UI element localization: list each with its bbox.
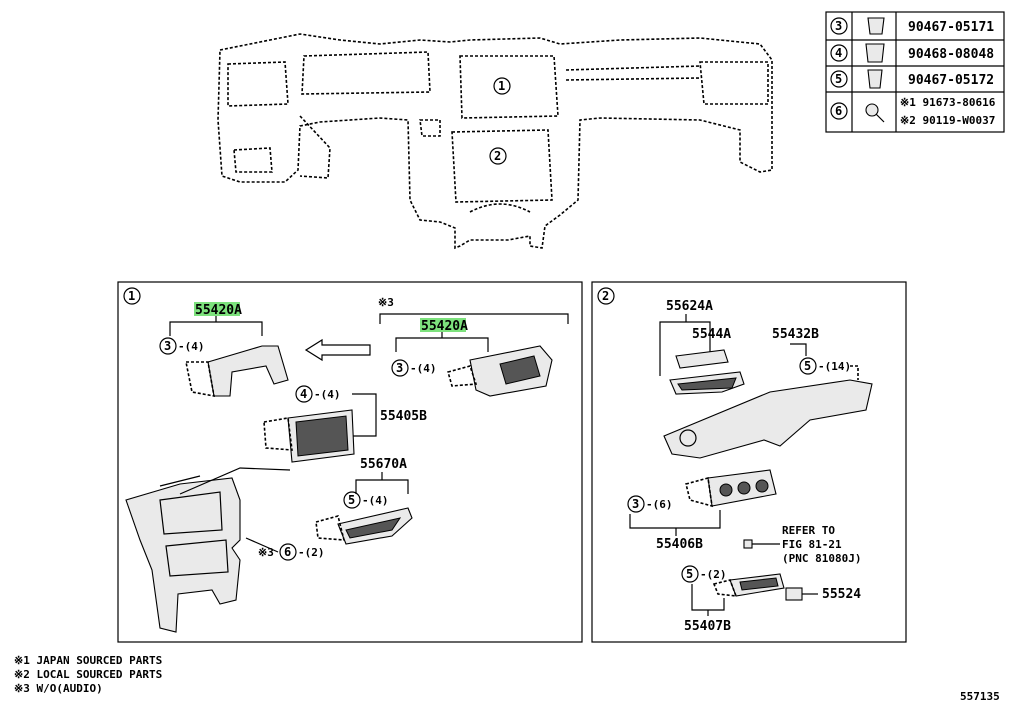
footnote-1: ※1 JAPAN SOURCED PARTS — [14, 654, 162, 667]
legend-part-4: 90468-08048 — [908, 47, 994, 62]
footnote-3: ※3 W/O(AUDIO) — [14, 682, 103, 695]
d-clip-qty: -(6) — [646, 498, 673, 511]
panel-1-tag: 1 — [128, 289, 135, 303]
legend-num-5: 5 — [835, 72, 842, 86]
e-clip-num: 5 — [686, 567, 693, 581]
area-1-number: 1 — [498, 79, 505, 93]
part-55407b: 55407B — [684, 619, 731, 634]
screw-icon — [865, 103, 885, 123]
legend-number-circle — [830, 70, 848, 88]
clip-left-num: 3 — [164, 339, 171, 353]
box-clip-num: 5 — [348, 493, 355, 507]
clip-icon — [867, 17, 885, 35]
screw-qty: -(2) — [298, 546, 325, 559]
legend-part-6b: ※2 90119-W0037 — [900, 114, 995, 127]
bezel-clip-num: 4 — [300, 387, 307, 401]
note-3-screw: ※3 — [258, 546, 274, 559]
legend-number-circle — [830, 102, 848, 120]
e-clip-qty: -(2) — [700, 568, 727, 581]
part-55406b: 55406B — [656, 537, 703, 552]
clip-icon — [867, 69, 883, 89]
legend-part-6a: ※1 91673-80616 — [900, 96, 996, 109]
legend-num-6: 6 — [835, 104, 842, 118]
box-clip-qty: -(4) — [362, 494, 389, 507]
part-55432b: 55432B — [772, 327, 819, 342]
clip-left-qty: -(4) — [178, 340, 205, 353]
footnote-2: ※2 LOCAL SOURCED PARTS — [14, 668, 162, 681]
clip-right-qty: -(4) — [410, 362, 437, 375]
refer-line-2: FIG 81-21 — [782, 538, 842, 551]
bezel-clip-qty: -(4) — [314, 388, 341, 401]
c-clip-num: 5 — [804, 359, 811, 373]
footnotes: ※1 JAPAN SOURCED PARTS ※2 LOCAL SOURCED … — [14, 654, 162, 695]
figure-id: 557135 — [960, 690, 1000, 703]
refer-line-1: REFER TO — [782, 524, 835, 537]
part-55524: 55524 — [822, 587, 861, 602]
part-55405b: 55405B — [380, 409, 427, 424]
detail-panel-1: 1 55420A 3 -(4) ※3 55420A 3 -(4) 4 -(4) … — [117, 281, 583, 643]
legend-num-3: 3 — [835, 19, 842, 33]
part-5544a: 5544A — [692, 327, 731, 342]
legend-part-5: 90467-05172 — [908, 73, 994, 88]
panel-2-tag: 2 — [602, 289, 609, 303]
fastener-legend: 3 90467-05171 4 90468-08048 5 90467-0517… — [825, 11, 1005, 133]
d-clip-num: 3 — [632, 497, 639, 511]
clip-icon — [865, 43, 885, 63]
part-55624a: 55624A — [666, 299, 713, 314]
clip-right-num: 3 — [396, 361, 403, 375]
legend-part-3: 90467-05171 — [908, 20, 994, 35]
part-55670a: 55670A — [360, 457, 407, 472]
part-55420a-left: 55420A — [195, 303, 242, 318]
part-55420a-right: 55420A — [421, 319, 468, 334]
legend-num-4: 4 — [835, 46, 842, 60]
detail-panel-2: 2 55624A 5544A 55432B 5 -(14) 3 -(6) 554… — [591, 281, 907, 643]
refer-line-3: (PNC 81080J) — [782, 552, 861, 565]
legend-number-circle — [830, 17, 848, 35]
note-3-label: ※3 — [378, 296, 394, 309]
c-clip-qty: -(14) — [818, 360, 851, 373]
dashboard-overview: 1 2 — [217, 33, 773, 250]
area-2-number: 2 — [494, 149, 501, 163]
screw-num: 6 — [284, 545, 291, 559]
legend-number-circle — [830, 44, 848, 62]
